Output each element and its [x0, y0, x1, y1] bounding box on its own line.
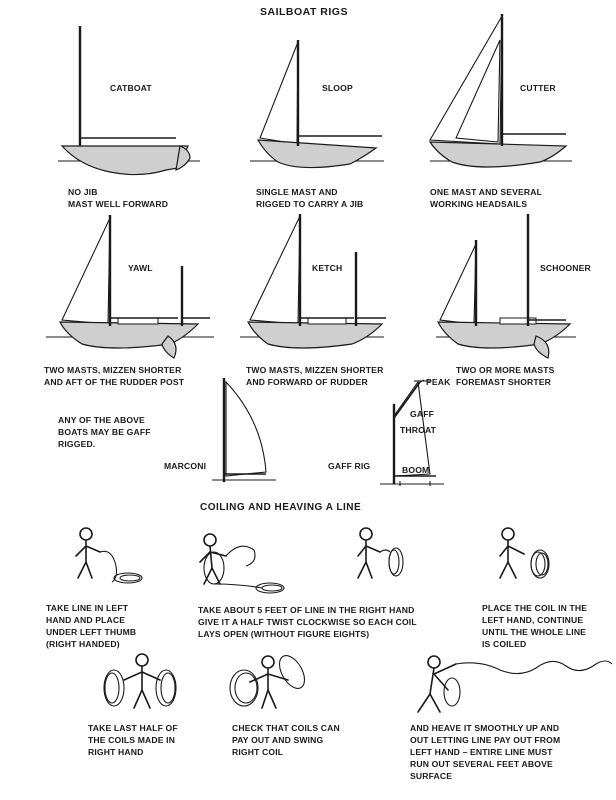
- cutter-drawing: [428, 13, 572, 168]
- coiling-step7-figure: [417, 655, 613, 713]
- coiling-step1-figure: [75, 527, 143, 584]
- marconi-label: MARCONI: [164, 461, 207, 471]
- yawl-description: TWO MASTS, MIZZEN SHORTER AND AFT OF THE…: [44, 365, 185, 387]
- catboat-label: CATBOAT: [110, 83, 152, 93]
- page-title: SAILBOAT RIGS: [260, 6, 348, 18]
- ketch-description: TWO MASTS, MIZZEN SHORTER AND FORWARD OF…: [246, 365, 384, 387]
- gaff-boom-label: BOOM: [402, 465, 430, 475]
- coiling-step2-figure: [199, 533, 285, 594]
- yawl-label: YAWL: [128, 263, 153, 273]
- schooner-description: TWO OR MORE MASTS FOREMAST SHORTER: [456, 365, 555, 387]
- ketch-drawing: [240, 214, 386, 349]
- ketch-label: KETCH: [312, 263, 343, 273]
- sloop-description: SINGLE MAST AND RIGGED TO CARRY A JIB: [256, 187, 364, 209]
- sloop-drawing: [250, 40, 384, 169]
- cutter-label: CUTTER: [520, 83, 556, 93]
- coiling-step-4: TAKE LAST HALF OF THE COILS MADE IN RIGH…: [88, 723, 178, 757]
- cutter-description: ONE MAST AND SEVERAL WORKING HEADSAILS: [430, 187, 543, 209]
- coiling-step-6: AND HEAVE IT SMOOTHLY UP AND OUT LETTING…: [410, 723, 561, 781]
- gaff-rig-note: ANY OF THE ABOVE BOATS MAY BE GAFF RIGGE…: [58, 415, 151, 449]
- catboat-description: NO JIB MAST WELL FORWARD: [68, 187, 169, 209]
- coiling-step3-figure: [357, 527, 404, 579]
- gaff-rig-label: GAFF RIG: [328, 461, 371, 471]
- coiling-step-1: TAKE LINE IN LEFT HAND AND PLACE UNDER L…: [46, 603, 137, 649]
- gaff-throat-label: THROAT: [400, 425, 437, 435]
- coiling-section-title: COILING AND HEAVING A LINE: [200, 502, 362, 513]
- coiling-step6-figure: [229, 655, 306, 709]
- gaff-rig-drawing: [380, 379, 444, 486]
- marconi-rig-drawing: [212, 378, 276, 482]
- gaff-peak-label: PEAK: [426, 377, 451, 387]
- catboat-drawing: [58, 26, 200, 176]
- gaff-gaff-label: GAFF: [410, 409, 434, 419]
- schooner-label: SCHOONER: [540, 263, 591, 273]
- coiling-step4-figure: [499, 527, 550, 579]
- schooner-drawing: [436, 214, 576, 359]
- sloop-label: SLOOP: [322, 83, 353, 93]
- coiling-step-5: CHECK THAT COILS CAN PAY OUT AND SWING R…: [232, 723, 340, 757]
- coiling-step5-figure: [103, 653, 177, 709]
- coiling-step-2: TAKE ABOUT 5 FEET OF LINE IN THE RIGHT H…: [198, 605, 417, 639]
- yawl-drawing: [46, 215, 214, 359]
- coiling-step-3: PLACE THE COIL IN THE LEFT HAND, CONTINU…: [482, 603, 588, 649]
